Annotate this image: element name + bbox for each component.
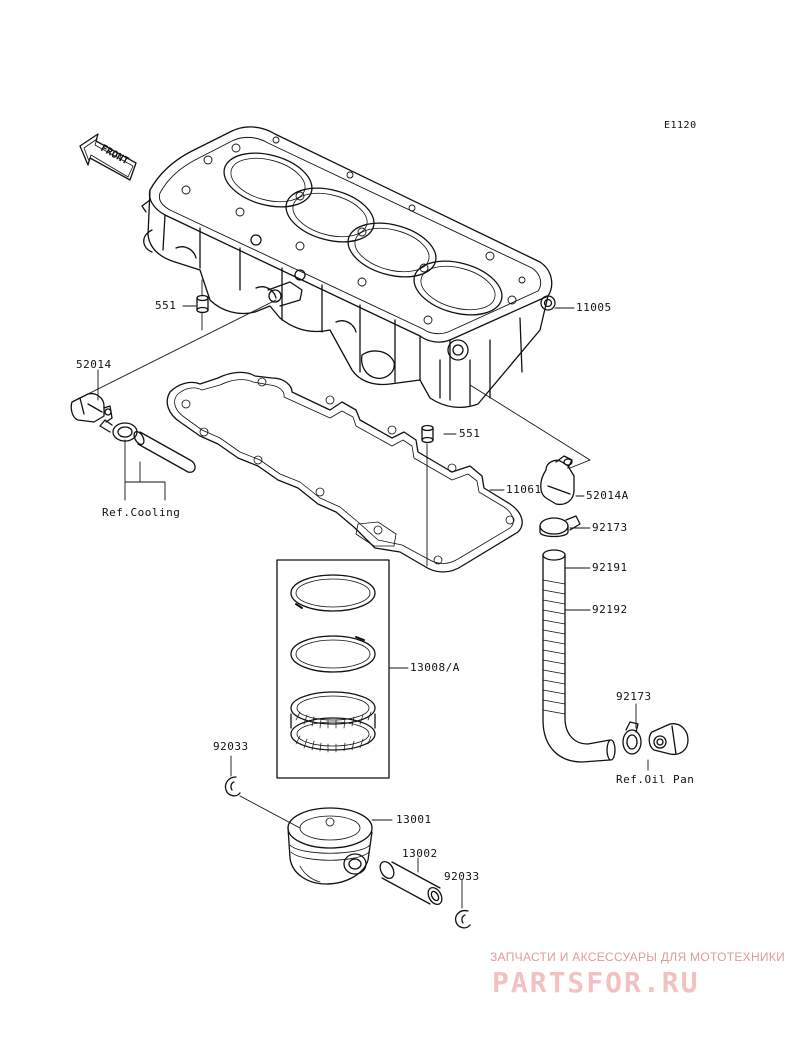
- part-label-52014a: 52014A: [586, 489, 629, 502]
- part-label-92173-lower: 92173: [616, 690, 652, 703]
- part-label-92173-upper: 92173: [592, 521, 628, 534]
- clamp-left: [99, 419, 138, 442]
- circlip-right: [454, 909, 471, 929]
- clamp-92173-upper: [539, 515, 581, 538]
- watermark-logo: PARTSFOR.RU: [492, 966, 700, 999]
- fitting-52014: [70, 392, 113, 423]
- part-label-13002: 13002: [402, 847, 438, 860]
- diagram-code: E1120: [664, 120, 697, 131]
- part-label-11061: 11061: [506, 483, 542, 496]
- clamp-92173-lower: [622, 721, 642, 755]
- dowel-pin-left: [196, 294, 209, 314]
- piston-ring-second: [290, 635, 376, 673]
- part-label-551-right: 551: [459, 427, 481, 440]
- circlip-left: [224, 776, 241, 797]
- part-label-92033-right: 92033: [444, 870, 480, 883]
- part-label-92191: 92191: [592, 561, 628, 574]
- part-label-11005: 11005: [576, 301, 612, 314]
- fitting-52014a: [540, 455, 575, 506]
- cylinder-block: [141, 126, 556, 409]
- piston-ring-top: [290, 574, 376, 612]
- hose-92192: [542, 549, 616, 763]
- ref-cooling-label: Ref.Cooling: [102, 506, 181, 519]
- leader-lines: [71, 279, 649, 909]
- front-arrow-icon: [79, 133, 137, 181]
- piston-pin: [379, 860, 443, 906]
- piston: [287, 807, 373, 885]
- dowel-pin-right: [421, 424, 434, 444]
- ref-oil-pan-label: Ref.Oil Pan: [616, 773, 695, 786]
- hose-left: [133, 430, 196, 473]
- part-label-52014: 52014: [76, 358, 112, 371]
- piston-rings-box: [276, 559, 390, 779]
- part-label-551-left: 551: [155, 299, 177, 312]
- part-label-13008: 13008/A: [410, 661, 460, 674]
- fitting-oil-pan: [648, 723, 689, 756]
- part-label-92033-left: 92033: [213, 740, 249, 753]
- part-label-13001: 13001: [396, 813, 432, 826]
- part-label-92192: 92192: [592, 603, 628, 616]
- piston-ring-oil: [290, 691, 376, 753]
- watermark-tagline: ЗАПЧАСТИ И АКСЕССУАРЫ ДЛЯ МОТОТЕХНИКИ: [490, 950, 786, 964]
- cylinder-gasket: [166, 371, 523, 573]
